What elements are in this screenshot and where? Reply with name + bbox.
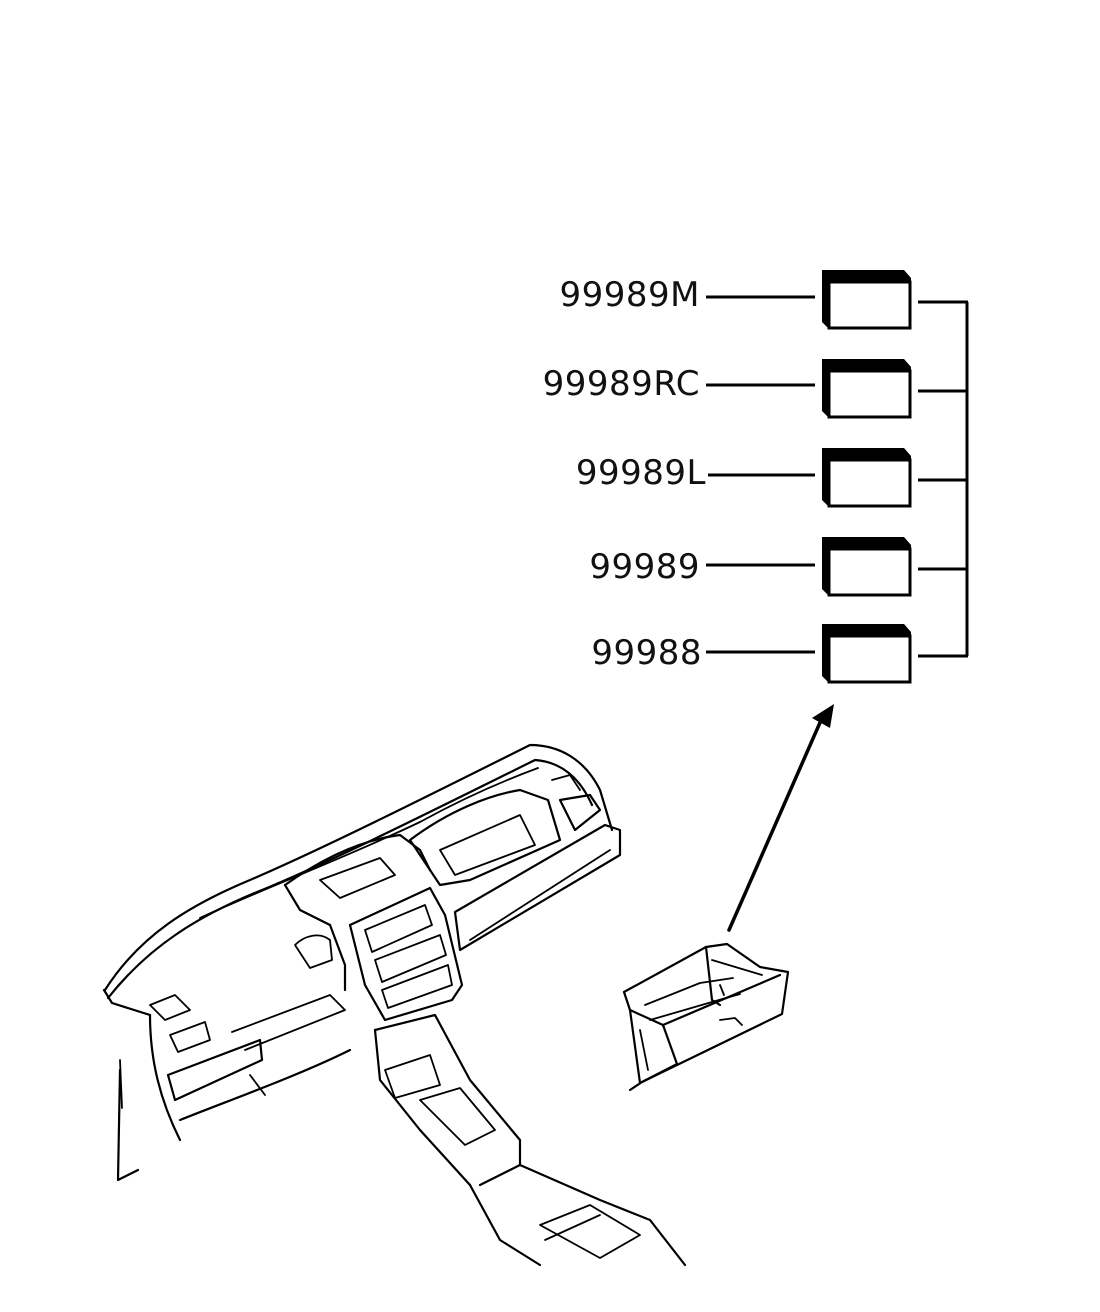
part-label-99989m: 99989M (560, 275, 701, 315)
part-box-99989l (822, 448, 912, 508)
part-box-99988 (822, 624, 912, 684)
part-box-99989rc (822, 359, 912, 419)
part-label-99989rc: 99989RC (543, 364, 700, 404)
part-box-99989 (822, 537, 912, 597)
dashboard-illustration (102, 743, 687, 1267)
part-label-99988: 99988 (591, 633, 702, 673)
glove-box-illustration (622, 942, 790, 1092)
part-label-99989: 99989 (589, 547, 700, 587)
pointer-arrow (727, 704, 834, 932)
part-label-99989l: 99989L (576, 453, 706, 493)
leader-lines (706, 295, 815, 654)
part-box-99989m (822, 270, 912, 330)
grouping-bracket (918, 300, 969, 658)
